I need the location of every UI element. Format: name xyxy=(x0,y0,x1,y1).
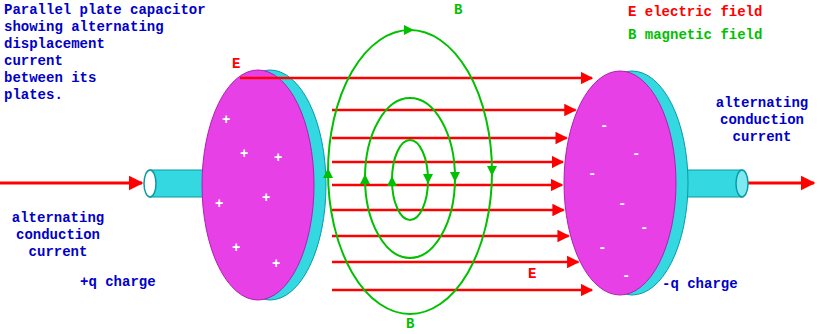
field-arrow xyxy=(332,184,562,187)
field-letter: B xyxy=(404,316,416,333)
charge-sign: + xyxy=(240,146,248,163)
current-note: alternating conduction current xyxy=(708,95,816,146)
magnetic-field-loops xyxy=(328,30,492,314)
charge-sign: - xyxy=(622,268,630,285)
charge-sign: + xyxy=(222,112,230,129)
charge-label: -q charge xyxy=(662,276,738,293)
field-arrow xyxy=(332,209,564,212)
wrap-spacer xyxy=(124,36,219,156)
charge-sign: - xyxy=(632,146,640,163)
charge-sign: - xyxy=(600,118,608,135)
legend-text: E electric field xyxy=(628,4,762,20)
charge-sign: + xyxy=(272,256,280,273)
field-arrow xyxy=(332,289,592,292)
charge-label: +q charge xyxy=(80,274,156,291)
current-arrow xyxy=(746,182,814,185)
current-note: alternating conduction current xyxy=(2,210,114,261)
arrowhead xyxy=(404,25,414,35)
arrowhead xyxy=(323,168,333,178)
field-letter: E xyxy=(528,266,536,283)
wire-end xyxy=(144,170,156,197)
electric-field-lines xyxy=(240,78,592,290)
field-arrow xyxy=(332,109,576,112)
field-arrow xyxy=(240,77,592,80)
legend-entry: B magnetic field xyxy=(628,27,762,44)
field-letter: E xyxy=(232,56,240,73)
arrowhead xyxy=(387,176,397,186)
field-letter: B xyxy=(452,2,464,19)
negative-plate xyxy=(564,71,676,295)
wire-end xyxy=(736,170,748,197)
charge-sign: + xyxy=(262,190,270,207)
title-block: Parallel plate capacitor showing alterna… xyxy=(4,2,219,156)
charge-sign: + xyxy=(274,150,282,167)
field-loop xyxy=(392,140,428,220)
positive-plate xyxy=(202,70,314,300)
wrap-spacer xyxy=(218,2,219,36)
legend-text: B magnetic field xyxy=(628,27,762,43)
field-loop xyxy=(328,30,492,314)
charge-sign: - xyxy=(588,166,596,183)
arrowhead xyxy=(423,174,433,184)
charge-sign: - xyxy=(598,240,606,257)
loop-arrowheads xyxy=(323,25,497,186)
arrowhead xyxy=(450,172,460,182)
title: Parallel plate capacitor showing alterna… xyxy=(4,2,206,103)
arrowhead xyxy=(487,166,497,176)
charge-sign: + xyxy=(232,240,240,257)
charge-sign: + xyxy=(215,196,223,213)
field-arrow xyxy=(332,235,569,238)
arrowhead xyxy=(360,174,370,184)
legend-entry: E electric field xyxy=(628,4,762,21)
field-loop xyxy=(365,98,455,258)
charge-sign: - xyxy=(640,220,648,237)
field-arrow xyxy=(332,261,578,264)
current-arrow xyxy=(0,182,142,185)
charge-sign: - xyxy=(618,196,626,213)
